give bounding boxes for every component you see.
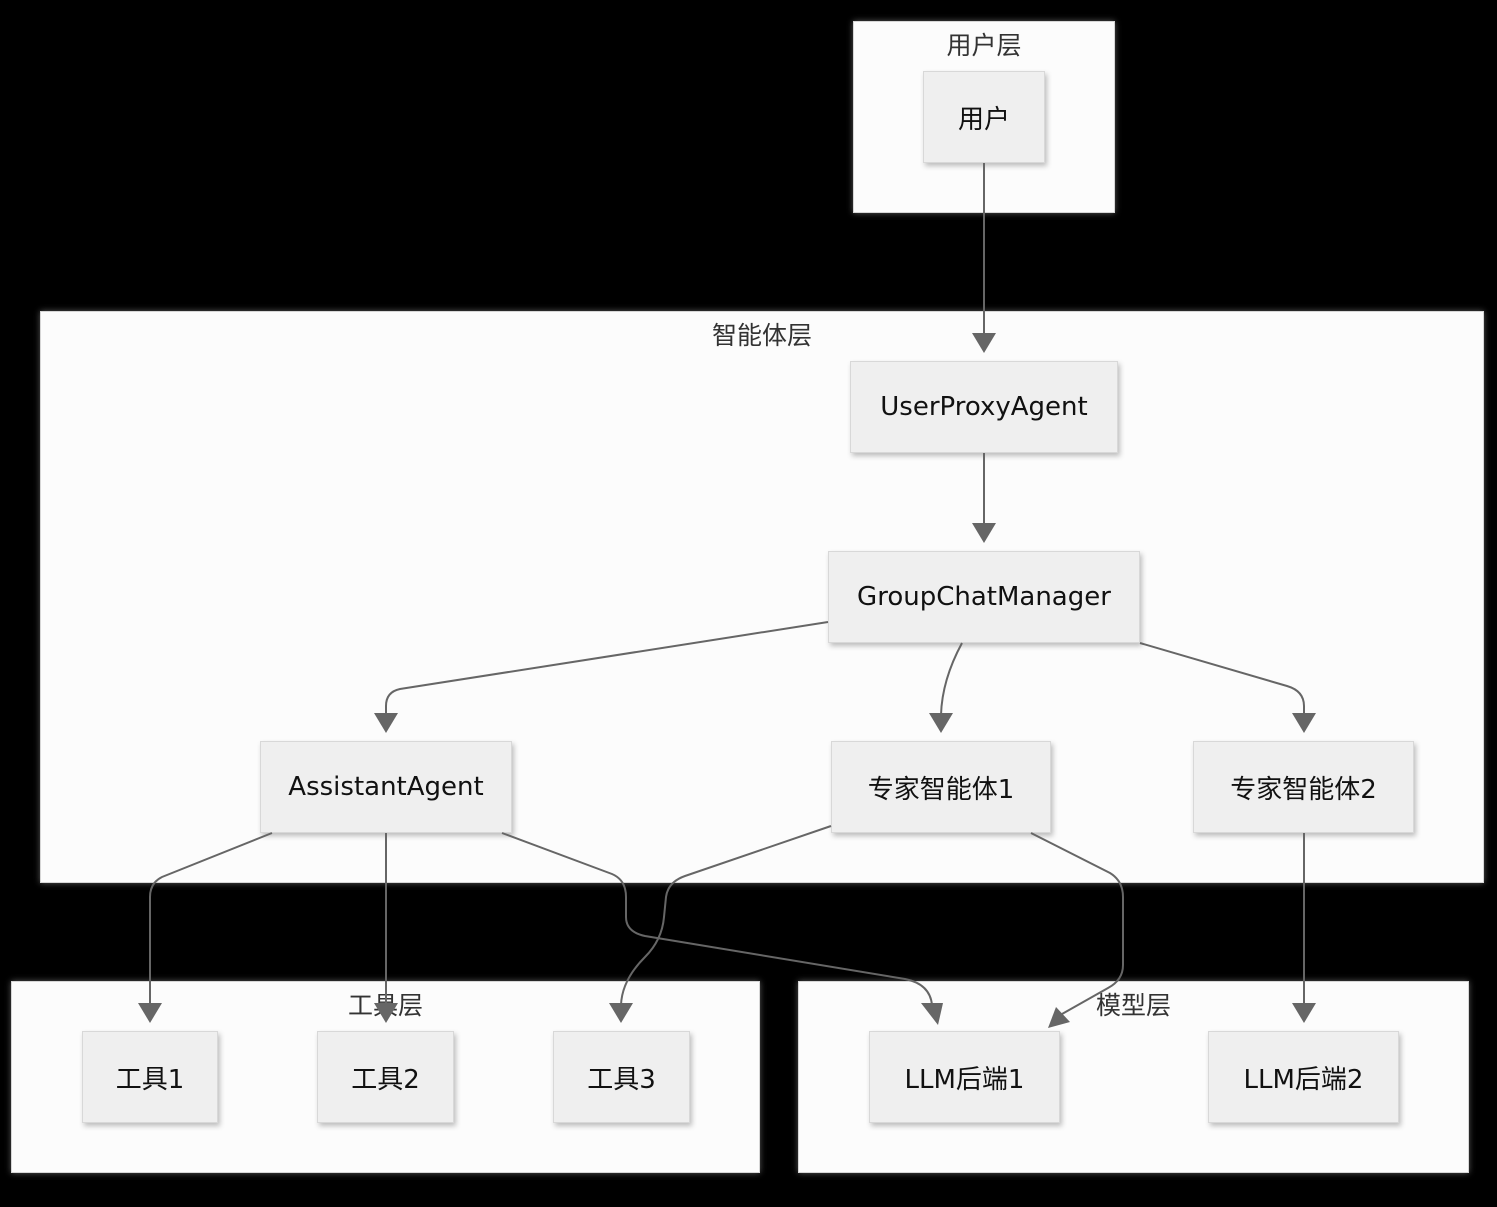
node-expert-agent-1[interactable]: 专家智能体1 <box>831 741 1051 833</box>
node-tool-3[interactable]: 工具3 <box>553 1031 690 1123</box>
group-title-model-layer: 模型层 <box>1095 991 1171 1020</box>
group-title-user-layer: 用户层 <box>946 31 1022 60</box>
node-tool-2[interactable]: 工具2 <box>317 1031 454 1123</box>
group-title-agent-layer: 智能体层 <box>711 321 812 350</box>
group-title-tool-layer: 工具层 <box>347 991 423 1020</box>
node-tool-1[interactable]: 工具1 <box>82 1031 218 1123</box>
node-assistant-agent[interactable]: AssistantAgent <box>260 741 512 833</box>
node-expert-agent-2[interactable]: 专家智能体2 <box>1193 741 1414 833</box>
node-llm-backend-2[interactable]: LLM后端2 <box>1208 1031 1399 1123</box>
node-llm-backend-1[interactable]: LLM后端1 <box>869 1031 1060 1123</box>
node-user[interactable]: 用户 <box>923 71 1045 163</box>
node-group-chat-manager[interactable]: GroupChatManager <box>828 551 1140 643</box>
node-user-proxy-agent[interactable]: UserProxyAgent <box>850 361 1118 453</box>
